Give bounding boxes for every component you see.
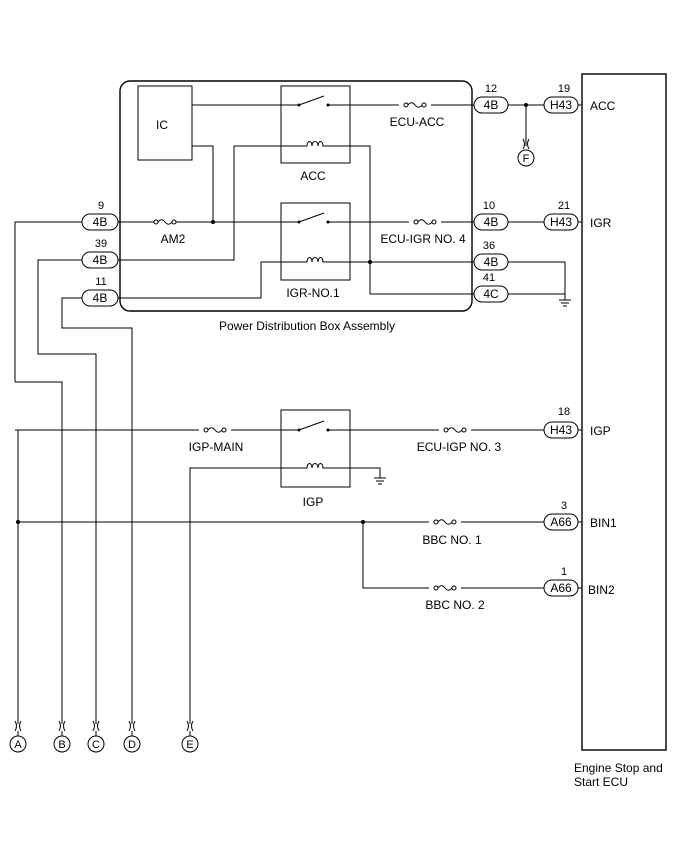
fuse-label-ecu-acc: ECU-ACC (390, 115, 445, 129)
connector-h43-19: H43 19 (543, 83, 579, 114)
connector-4b-39: 4B 39 (81, 238, 119, 269)
fuse-am2 (153, 219, 177, 225)
splice-dot (524, 103, 528, 107)
ref-circle-a (9, 735, 27, 753)
connector-h43-21: H43 21 (543, 200, 579, 231)
ref-circle-f (517, 149, 535, 167)
ref-label-d: D (128, 739, 136, 751)
fuse-bbc-no2 (433, 585, 457, 591)
ref-label-e: E (186, 739, 193, 751)
fuse-label-ecu-igp-no3: ECU-IGP NO. 3 (417, 440, 502, 454)
pin-number: 39 (95, 238, 107, 250)
splice-dot (361, 520, 365, 524)
connector-code: 4B (484, 215, 499, 229)
relay-label-igr-no1: IGR-NO.1 (286, 286, 340, 300)
ref-circle-b (53, 735, 71, 753)
pin-number: 3 (561, 500, 567, 512)
ref-label-a: A (14, 739, 22, 751)
connector-code: 4B (93, 291, 108, 305)
connector-code: A66 (550, 581, 572, 595)
connector-4b-10: 4B 10 (473, 200, 509, 231)
engine-stop-start-ecu-box (581, 73, 667, 751)
connector-code: 4B (484, 255, 499, 269)
power-distribution-box (119, 80, 473, 312)
connector-code: H43 (550, 215, 572, 229)
connector-4b-12: 4B 12 (473, 83, 509, 114)
igr-no1-relay-coil (304, 257, 326, 263)
fuse-igp-main (203, 427, 227, 433)
ecu-label-line2: Start ECU (574, 775, 628, 789)
ecu-terminal-bin1: BIN1 (590, 516, 617, 530)
connector-code: 4B (93, 215, 108, 229)
acc-relay-box (280, 85, 351, 164)
splice-dot (16, 520, 20, 524)
relay-label-igp: IGP (303, 495, 324, 509)
ref-circle-d (123, 735, 141, 753)
connector-code: H43 (550, 423, 572, 437)
fuse-ecu-igp-no3 (443, 427, 467, 433)
ecu-label-line1: Engine Stop and (574, 761, 663, 775)
splice-dot (211, 220, 215, 224)
ground-symbol (373, 477, 387, 485)
pin-number: 41 (483, 272, 495, 284)
pin-number: 21 (558, 200, 570, 212)
ref-label-f: F (523, 153, 530, 165)
igp-relay-coil (304, 463, 326, 469)
connector-4b-11: 4B 11 (81, 276, 119, 307)
pin-number: 11 (95, 276, 106, 288)
fuse-label-am2: AM2 (161, 232, 186, 246)
box-label: Power Distribution Box Assembly (219, 319, 395, 333)
ecu-terminal-igp: IGP (590, 424, 611, 438)
igp-relay-switch (285, 420, 350, 432)
ecu-terminal-acc: ACC (590, 99, 616, 113)
pin-number: 36 (483, 240, 495, 252)
fuse-label-ecu-igr-no4: ECU-IGR NO. 4 (380, 232, 466, 246)
pin-number: 1 (561, 566, 567, 578)
ic-block (137, 85, 193, 161)
ground-symbol (558, 299, 572, 307)
pin-number: 18 (558, 406, 570, 418)
fuse-ecu-acc (403, 102, 427, 108)
fuse-bbc-no1 (433, 519, 457, 525)
pin-number: 12 (485, 83, 497, 95)
wires (14, 104, 582, 724)
fuse-label-igp-main: IGP-MAIN (189, 440, 244, 454)
acc-relay-switch (285, 95, 350, 107)
fuse-ecu-igr-no4 (413, 219, 437, 225)
igp-relay-box (280, 409, 351, 488)
igr-no1-relay-box (280, 202, 351, 281)
connector-a66-1: A66 1 (543, 566, 579, 597)
ref-circle-c (87, 735, 105, 753)
connector-code: 4B (484, 98, 499, 112)
splice-dot (368, 260, 372, 264)
igr-no1-relay-switch (285, 212, 350, 224)
connector-4b-36: 4B 36 (473, 240, 509, 271)
ic-label: IC (156, 118, 168, 132)
fuse-label-bbc-no2: BBC NO. 2 (425, 598, 485, 612)
ref-circle-e (181, 735, 199, 753)
ecu-terminal-bin2: BIN2 (588, 583, 615, 597)
ref-label-c: C (92, 739, 100, 751)
pin-number: 9 (98, 200, 104, 212)
connector-4c-41: 4C 41 (473, 272, 509, 303)
connector-code: H43 (550, 98, 572, 112)
pin-number: 19 (558, 83, 570, 95)
ecu-terminal-igr: IGR (590, 216, 612, 230)
connector-code: 4B (93, 253, 108, 267)
fuse-label-bbc-no1: BBC NO. 1 (422, 533, 482, 547)
connector-h43-18: H43 18 (543, 406, 579, 439)
relay-label-acc: ACC (300, 169, 326, 183)
ref-label-b: B (58, 739, 65, 751)
connector-a66-3: A66 3 (543, 500, 579, 531)
acc-relay-coil (304, 141, 326, 147)
connector-code: 4C (483, 287, 499, 301)
pin-number: 10 (483, 200, 495, 212)
connector-code: A66 (550, 515, 572, 529)
connector-4b-9: 4B 9 (81, 200, 119, 231)
